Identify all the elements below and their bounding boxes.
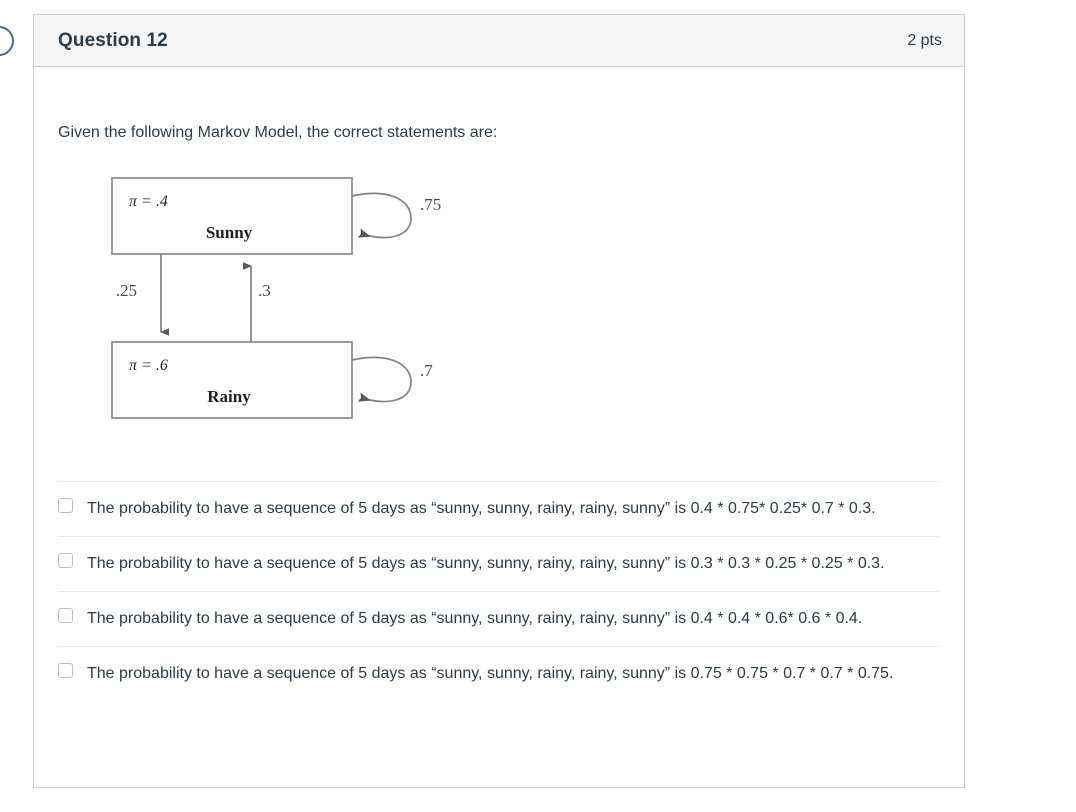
self-loop-weight-rainy: .7 [420,361,433,380]
state-box-rainy [111,341,353,420]
question-header: Question 12 2 pts [34,15,964,67]
question-body: Given the following Markov Model, the co… [34,67,964,701]
self-loop-sunny [351,193,412,239]
answer-checkbox[interactable] [58,553,73,569]
answer-option-row[interactable]: The probability to have a sequence of 5 … [58,591,940,646]
question-prompt: Given the following Markov Model, the co… [58,124,498,141]
answer-checkbox[interactable] [58,663,73,679]
answer-option-label: The probability to have a sequence of 5 … [87,665,894,683]
answer-option-row[interactable]: The probability to have a sequence of 5 … [58,646,940,701]
answer-option-label: The probability to have a sequence of 5 … [87,555,885,573]
answer-option-row[interactable]: The probability to have a sequence of 5 … [58,536,940,591]
state-label-rainy: Rainy [207,387,251,406]
collapsed-flag-marker-icon [0,26,14,56]
question-container: Question 12 2 pts Given the following Ma… [33,14,965,788]
transition-weight-rainy-to-sunny: .3 [258,281,271,300]
state-pi-rainy: π = .6 [129,357,168,374]
markov-diagram-svg: π = .4 Sunny .75 .25 .3 π = .6 Rainy [111,177,441,420]
transition-weight-sunny-to-rainy: .25 [116,281,137,300]
state-pi-sunny: π = .4 [129,193,168,210]
answer-checkbox[interactable] [58,608,73,624]
answer-option-row[interactable]: The probability to have a sequence of 5 … [58,481,940,536]
answer-option-label: The probability to have a sequence of 5 … [87,610,863,628]
question-points-badge: 2 pts [907,31,942,49]
self-loop-rainy [351,357,412,403]
self-loop-weight-sunny: .75 [420,195,441,214]
answer-checkbox[interactable] [58,498,73,514]
state-box-sunny [111,177,353,256]
question-title: Question 12 [58,29,168,51]
answer-option-label: The probability to have a sequence of 5 … [87,500,876,518]
state-label-sunny: Sunny [206,223,253,242]
markov-model-diagram: π = .4 Sunny .75 .25 .3 π = .6 Rainy [34,144,964,445]
answer-options-list: The probability to have a sequence of 5 … [34,481,964,701]
